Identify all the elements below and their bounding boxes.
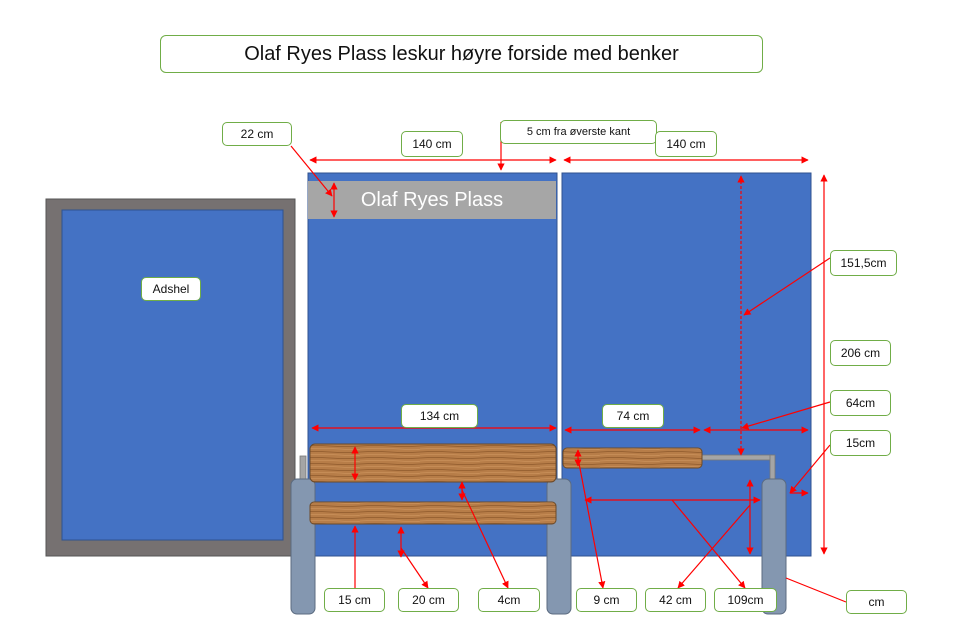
- label-height-total: 206 cm: [830, 340, 891, 366]
- label-bench-depth: 109cm: [714, 588, 777, 612]
- label-bench-right-gap: 15cm: [830, 430, 891, 456]
- label-backrest-height: 20 cm: [398, 588, 459, 612]
- label-bench-right-arm: 64cm: [830, 390, 891, 416]
- bench-backrest-left: [309, 443, 557, 483]
- label-width-left: 140 cm: [401, 131, 463, 157]
- label-bench-right-width: 74 cm: [602, 404, 664, 428]
- label-right-bench-board: 9 cm: [576, 588, 637, 612]
- label-seat-height: 15 cm: [324, 588, 385, 612]
- roof-sign: [308, 181, 556, 219]
- bench-rail-post: [769, 454, 776, 481]
- label-roof-height: 22 cm: [222, 122, 292, 146]
- bench-left-stub: [299, 455, 307, 481]
- leg-right: [761, 478, 787, 615]
- bench-seat-left: [309, 501, 557, 525]
- roof-sign-text: Olaf Ryes Plass: [360, 188, 504, 211]
- label-height-upper: 151,5cm: [830, 250, 897, 276]
- leg-left: [290, 478, 316, 615]
- adshel-label: Adshel: [141, 277, 201, 301]
- label-board-gap: 4cm: [478, 588, 540, 612]
- bench-rail: [699, 454, 773, 461]
- label-bench-height: 42 cm: [645, 588, 706, 612]
- adshel-panel: [61, 209, 284, 541]
- diagram-title: Olaf Ryes Plass leskur høyre forside med…: [160, 35, 763, 73]
- label-bench-left-width: 134 cm: [401, 404, 478, 428]
- label-top-offset: 5 cm fra øverste kant: [500, 120, 657, 144]
- dimension-lines: [290, 122, 847, 603]
- leg-middle: [546, 478, 572, 615]
- bench-right: [562, 447, 703, 469]
- label-width-right: 140 cm: [655, 131, 717, 157]
- panel-left: [307, 172, 558, 557]
- label-leg: cm: [846, 590, 907, 614]
